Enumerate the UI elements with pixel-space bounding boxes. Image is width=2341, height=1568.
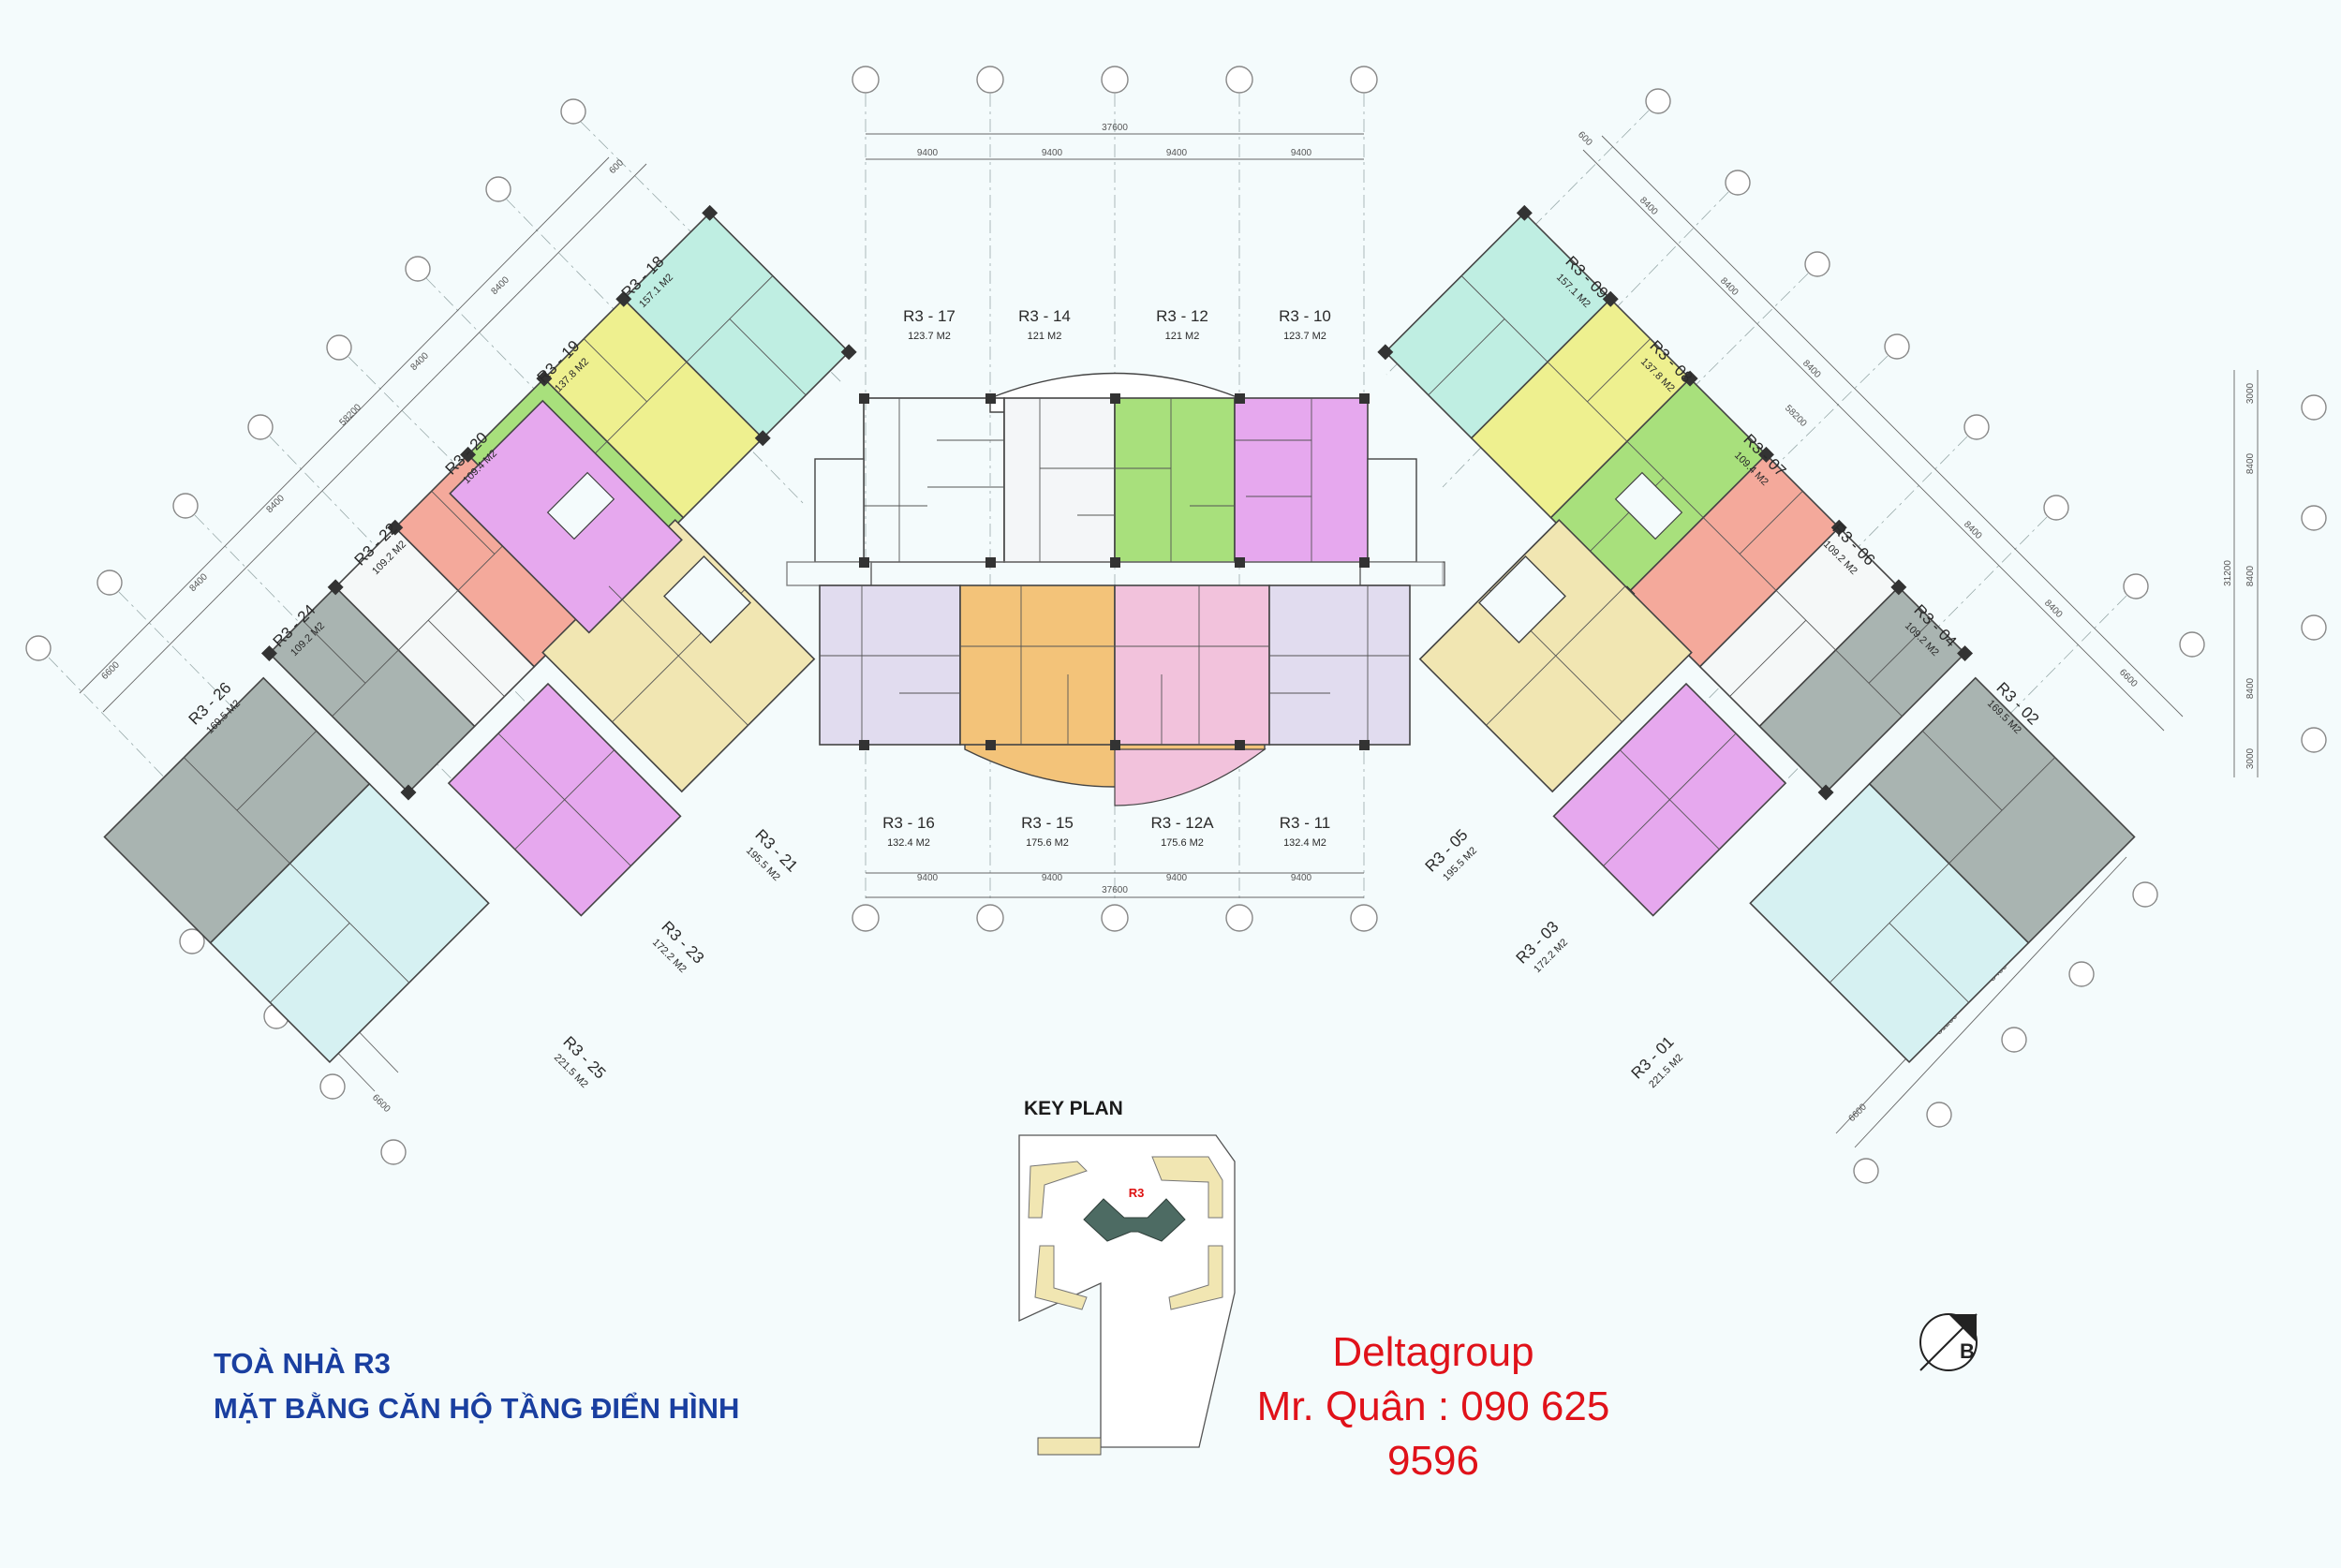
- key-plan: R3: [1018, 1134, 1236, 1456]
- svg-text:8400: 8400: [408, 350, 431, 373]
- top-grid: 37600 9400 9400 9400 9400 9400 9400 9400…: [852, 66, 1378, 932]
- svg-text:8400: 8400: [2042, 598, 2065, 620]
- dim-bay: 9400: [1166, 148, 1188, 158]
- dim-bay: 9400: [1042, 148, 1063, 158]
- svg-text:58200: 58200: [338, 402, 364, 428]
- grid-circle: [1225, 66, 1253, 94]
- grid-circle: [1101, 66, 1129, 94]
- plan-subtitle: MẶT BẰNG CĂN HỘ TẦNG ĐIỂN HÌNH: [214, 1392, 740, 1425]
- company-name: Deltagroup: [1332, 1329, 1534, 1375]
- svg-text:31200: 31200: [2223, 560, 2233, 586]
- unit-label: R3 - 16 132.4 M2: [882, 814, 935, 849]
- unit-code: R3 - 12: [1156, 307, 1208, 325]
- unit-code: R3 - 15: [1021, 814, 1074, 832]
- dim-bay: 9400: [917, 873, 939, 883]
- svg-text:8400: 8400: [1637, 195, 1660, 217]
- grid-circle: [1225, 904, 1253, 932]
- dim-total-top: 37600: [1102, 123, 1128, 133]
- unit-area: 132.4 M2: [1283, 837, 1326, 849]
- unit-label: R3 - 12A 175.6 M2: [1150, 814, 1214, 849]
- svg-text:8400: 8400: [264, 493, 287, 515]
- unit-code: R3 - 10: [1279, 307, 1331, 325]
- unit-area: 175.6 M2: [1026, 837, 1069, 849]
- left-lower-wing: [103, 676, 490, 1064]
- unit-code: R3 - 14: [1018, 307, 1071, 325]
- grid-circle: [852, 66, 880, 94]
- svg-text:8400: 8400: [2245, 452, 2256, 474]
- svg-text:58200: 58200: [1783, 404, 1809, 430]
- grid-circle: [1350, 66, 1378, 94]
- svg-text:8400: 8400: [2245, 565, 2256, 586]
- grid-circle: [1101, 904, 1129, 932]
- svg-text:8400: 8400: [1718, 275, 1741, 298]
- unit-area: 121 M2: [1165, 331, 1200, 342]
- svg-text:8400: 8400: [1800, 358, 1823, 380]
- svg-text:3000: 3000: [2245, 747, 2256, 769]
- svg-text:8400: 8400: [1962, 519, 1984, 541]
- unit-code: R3 - 16: [882, 814, 935, 832]
- unit-area: 175.6 M2: [1161, 837, 1204, 849]
- grid-circle: [976, 904, 1004, 932]
- unit-label: R3 - 15 175.6 M2: [1021, 814, 1074, 849]
- svg-text:8400: 8400: [489, 274, 511, 297]
- unit-area: 121 M2: [1028, 331, 1062, 342]
- dim-bay: 9400: [1291, 873, 1312, 883]
- unit-label: R3 - 14 121 M2: [1018, 307, 1071, 342]
- key-plan-label: R3: [1129, 1186, 1145, 1200]
- unit-code: R3 - 12A: [1150, 814, 1214, 832]
- right-vertical-dims: 3000 8400 8400 8400 3000 31200: [2223, 370, 2327, 777]
- unit-label: R3 - 17 123.7 M2: [903, 307, 956, 342]
- grid-circle: [976, 66, 1004, 94]
- north-arrow-icon: B: [1919, 1313, 1978, 1371]
- grid-circle: [852, 904, 880, 932]
- dim-bay: 9400: [1291, 148, 1312, 158]
- central-core: [786, 372, 1445, 806]
- contact-block: Deltagroup Mr. Quân : 090 625 9596: [1237, 1325, 1630, 1488]
- dim-bay: 9400: [917, 148, 939, 158]
- stair-cores: [546, 471, 1683, 643]
- svg-text:8400: 8400: [2245, 677, 2256, 699]
- grid-circle: [1350, 904, 1378, 932]
- svg-text:6600: 6600: [370, 1092, 393, 1115]
- building-title: TOÀ NHÀ R3: [214, 1347, 391, 1380]
- north-arrow-letter: B: [1960, 1339, 1975, 1363]
- unit-label: R3 - 12 121 M2: [1156, 307, 1208, 342]
- svg-text:600: 600: [1576, 129, 1594, 148]
- svg-text:8400: 8400: [187, 571, 210, 594]
- unit-label: R3 - 11 132.4 M2: [1280, 814, 1331, 849]
- dim-bay: 9400: [1166, 873, 1188, 883]
- right-lower-wing: [1749, 676, 2136, 1064]
- right-violet-block: [1552, 682, 1787, 917]
- svg-text:600: 600: [607, 157, 626, 176]
- contact-phone: Mr. Quân : 090 625 9596: [1256, 1383, 1610, 1484]
- dim-bay: 9400: [1042, 873, 1063, 883]
- unit-area: 123.7 M2: [908, 331, 951, 342]
- left-violet-block: [447, 682, 682, 917]
- svg-text:6600: 6600: [2117, 667, 2140, 689]
- unit-code: R3 - 17: [903, 307, 956, 325]
- dim-total-bottom: 37600: [1102, 885, 1128, 895]
- svg-text:3000: 3000: [2245, 382, 2256, 404]
- key-plan-title: KEY PLAN: [1024, 1098, 1123, 1119]
- svg-text:6600: 6600: [99, 659, 122, 682]
- svg-text:6600: 6600: [1846, 1102, 1869, 1124]
- title-block: TOÀ NHÀ R3 MẶT BẰNG CĂN HỘ TẦNG ĐIỂN HÌN…: [214, 1341, 739, 1431]
- unit-label: R3 - 10 123.7 M2: [1279, 307, 1331, 342]
- unit-area: 132.4 M2: [887, 837, 930, 849]
- right-upper-wing: [1377, 204, 1974, 801]
- unit-code: R3 - 11: [1280, 814, 1331, 832]
- unit-area: 123.7 M2: [1283, 331, 1326, 342]
